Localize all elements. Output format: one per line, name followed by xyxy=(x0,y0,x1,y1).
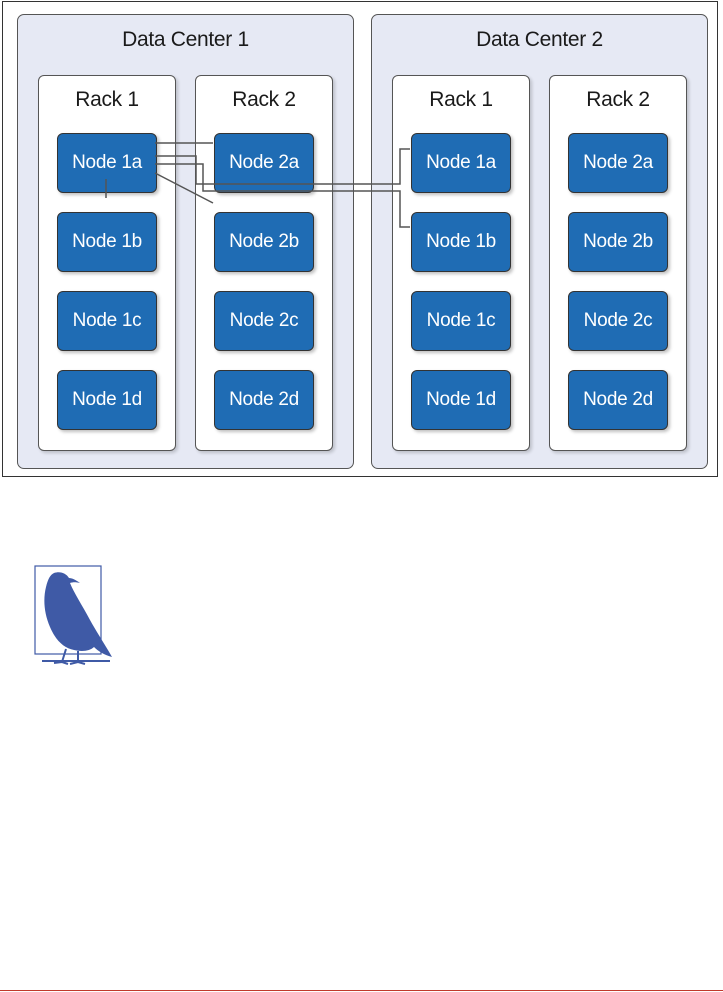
dc1-rack2-node-2a: Node 2a xyxy=(214,133,314,193)
dc1-rack1-node-1a: Node 1a xyxy=(57,133,157,193)
datacenter-1-title: Data Center 1 xyxy=(122,28,249,51)
datacenter-2: Data Center 2 Rack 1 Node 1a Node 1b Nod… xyxy=(371,14,708,469)
diagram-frame: Data Center 1 Rack 1 Node 1a Node 1b Nod… xyxy=(2,1,718,477)
dc1-rack1-node-1d: Node 1d xyxy=(57,370,157,430)
dc2-rack2-node-2a: Node 2a xyxy=(568,133,668,193)
dc2-rack2-node-2c: Node 2c xyxy=(568,291,668,351)
dc2-rack-1: Rack 1 Node 1a Node 1b Node 1c Node 1d xyxy=(392,75,530,451)
dc1-rack-2: Rack 2 Node 2a Node 2b Node 2c Node 2d xyxy=(195,75,333,451)
dc2-rack1-node-1a: Node 1a xyxy=(411,133,511,193)
dc1-rack2-node-2b: Node 2b xyxy=(214,212,314,272)
dc2-rack2-node-2b: Node 2b xyxy=(568,212,668,272)
dc2-rack-2: Rack 2 Node 2a Node 2b Node 2c Node 2d xyxy=(549,75,687,451)
dc1-rack-2-title: Rack 2 xyxy=(232,88,296,111)
dc2-rack1-node-1b: Node 1b xyxy=(411,212,511,272)
dc1-rack1-node-1c: Node 1c xyxy=(57,291,157,351)
dc2-rack-2-title: Rack 2 xyxy=(586,88,650,111)
dc2-rack1-node-1d: Node 1d xyxy=(411,370,511,430)
footer-rule xyxy=(0,990,723,991)
dc1-rack2-node-2d: Node 2d xyxy=(214,370,314,430)
dc2-rack2-node-2d: Node 2d xyxy=(568,370,668,430)
dc1-rack-1-title: Rack 1 xyxy=(75,88,139,111)
note-icon-box xyxy=(32,565,116,669)
dc1-rack-1: Rack 1 Node 1a Node 1b Node 1c Node 1d xyxy=(38,75,176,451)
dc2-rack-1-title: Rack 1 xyxy=(429,88,493,111)
dc2-rack1-node-1c: Node 1c xyxy=(411,291,511,351)
datacenter-1: Data Center 1 Rack 1 Node 1a Node 1b Nod… xyxy=(17,14,354,469)
datacenter-2-title: Data Center 2 xyxy=(476,28,603,51)
dc1-rack2-node-2c: Node 2c xyxy=(214,291,314,351)
crow-icon xyxy=(34,565,112,665)
dc1-rack1-node-1b: Node 1b xyxy=(57,212,157,272)
